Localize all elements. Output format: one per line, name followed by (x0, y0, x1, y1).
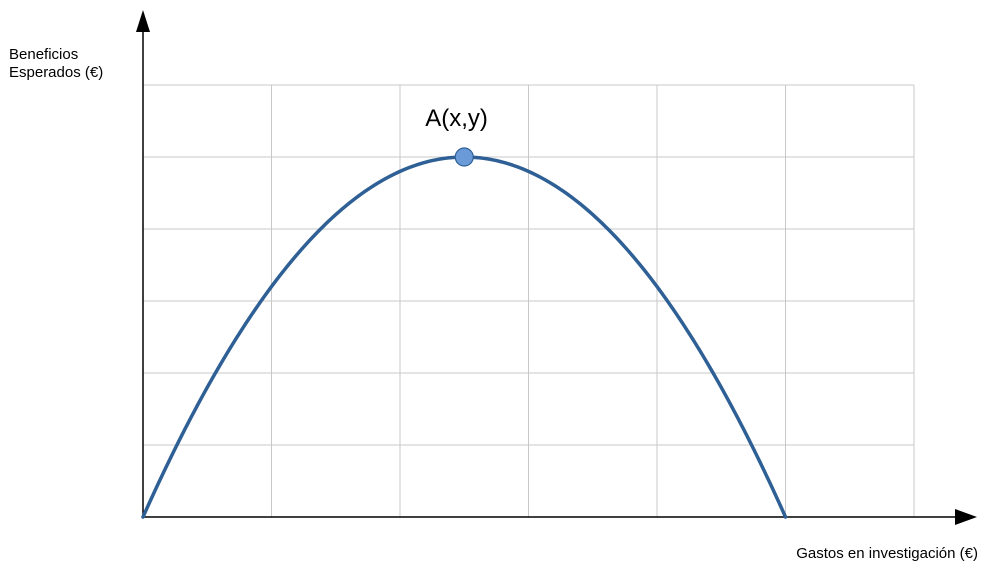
markers (454, 147, 474, 167)
series (141, 155, 788, 519)
y-axis-label-line-1: Beneficios (9, 46, 79, 63)
axes (136, 10, 977, 525)
series-curve (141, 155, 788, 519)
point-a-label: A(x,y) (425, 105, 488, 132)
point-a-marker (454, 147, 474, 167)
grid (143, 84, 915, 517)
x-axis-arrow (955, 509, 977, 525)
y-axis-arrow (136, 10, 150, 32)
x-axis-label: Gastos en investigación (€) (796, 545, 978, 562)
y-axis-label-line-2: Esperados (€) (9, 64, 104, 81)
